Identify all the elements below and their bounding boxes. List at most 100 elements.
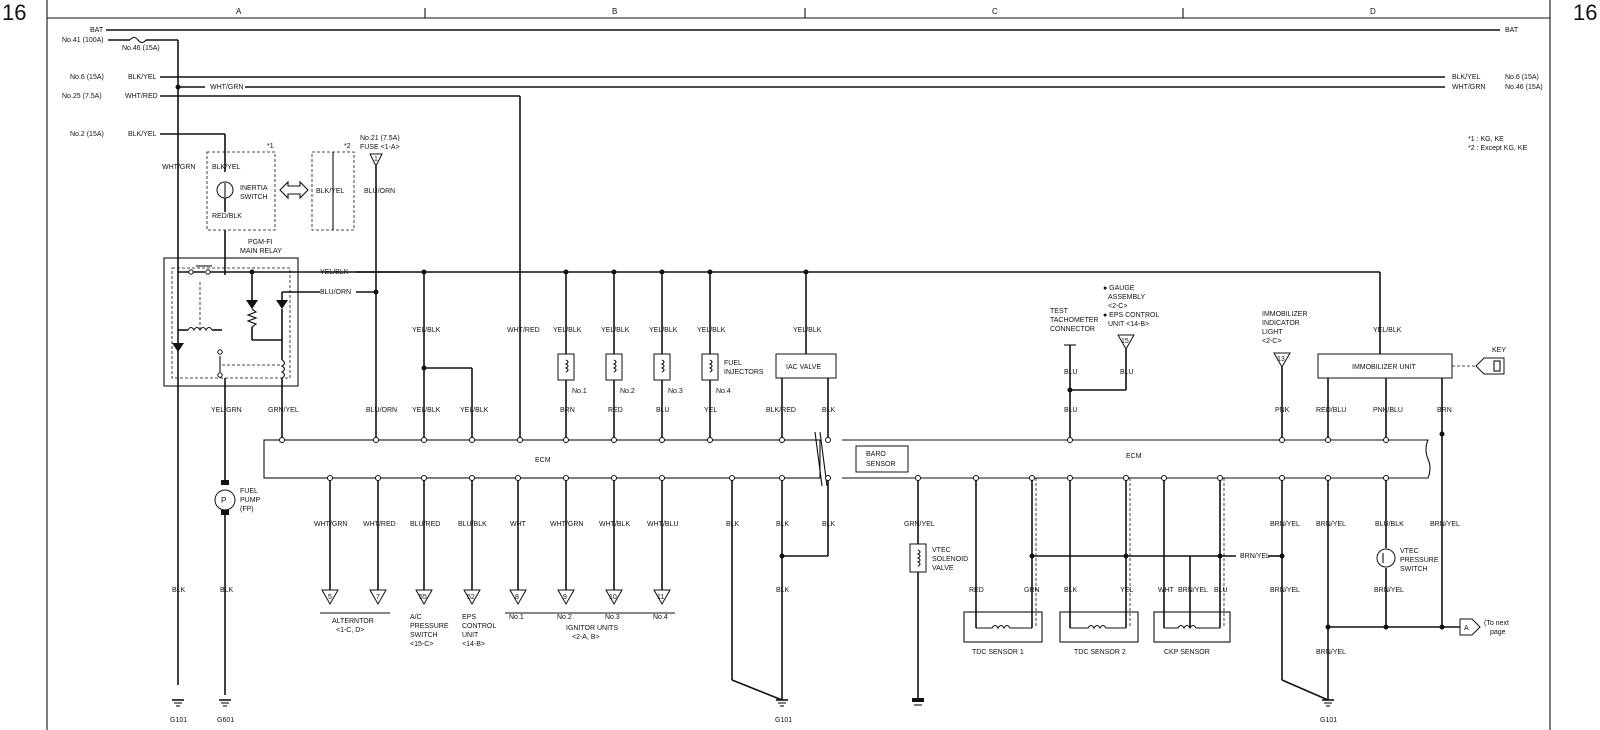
wire-label: BRN/YEL bbox=[1374, 587, 1404, 594]
fuse-46: No.46 (15A) bbox=[122, 45, 160, 52]
svg-text:ASSEMBLY: ASSEMBLY bbox=[1108, 294, 1146, 301]
bat-label-right: BAT bbox=[1505, 27, 1519, 34]
column-label-c: C bbox=[992, 7, 998, 16]
wire-label: BRN bbox=[560, 407, 575, 414]
svg-text:<2-A, B>: <2-A, B> bbox=[572, 634, 600, 641]
wire-label: PNK/BLU bbox=[1373, 407, 1403, 414]
ground-g101-c: G101 bbox=[1320, 699, 1337, 724]
to-next-page-link[interactable]: (To next bbox=[1484, 620, 1509, 627]
wire-label: YEL/BLK bbox=[553, 327, 582, 334]
svg-text:IMMOBILIZER: IMMOBILIZER bbox=[1262, 311, 1308, 318]
page-number-right: 16 bbox=[1573, 0, 1597, 25]
injector-3: YEL/BLK No.3 BLU bbox=[649, 269, 683, 440]
svg-text:IGNITOR UNITS: IGNITOR UNITS bbox=[566, 625, 618, 632]
page-number-left: 16 bbox=[2, 0, 26, 25]
svg-text:13: 13 bbox=[1277, 356, 1285, 363]
wire-label: WHT/GRN bbox=[210, 84, 243, 91]
svg-text:<2-C>: <2-C> bbox=[1108, 303, 1127, 310]
wire-label: BLK/YEL bbox=[212, 164, 241, 171]
svg-text:SWITCH: SWITCH bbox=[1400, 566, 1428, 573]
ckp-sensor: WHT BRN/YEL BLU CKP SENSOR bbox=[1153, 478, 1231, 656]
svg-text:TDC SENSOR 2: TDC SENSOR 2 bbox=[1074, 649, 1126, 656]
key-icon bbox=[1475, 357, 1505, 375]
fuse-41: No.41 (100A) bbox=[62, 37, 104, 44]
svg-text:11: 11 bbox=[657, 594, 664, 601]
svg-text:A/C: A/C bbox=[410, 614, 422, 621]
wire-label: BRN/YEL bbox=[1316, 521, 1346, 528]
svg-text:<2-C>: <2-C> bbox=[1262, 338, 1281, 345]
ecm-terminal bbox=[1325, 475, 1331, 481]
bat-label: BAT bbox=[90, 27, 104, 34]
svg-text:9: 9 bbox=[563, 594, 567, 601]
wire-label: WHT/BLU bbox=[647, 521, 679, 528]
svg-text:CONNECTOR: CONNECTOR bbox=[1050, 326, 1095, 333]
wire-label: BLU bbox=[1064, 407, 1078, 414]
ecm-terminal bbox=[373, 437, 379, 443]
fuse-21-feed: No.21 (7.5A) FUSE <1-A> 1 BLU/ORN bbox=[360, 135, 400, 440]
ecm-terminal bbox=[973, 475, 979, 481]
ground-g101-b: G101 bbox=[775, 699, 792, 724]
wire-label: BLU bbox=[656, 407, 670, 414]
svg-text:No.1: No.1 bbox=[509, 614, 524, 621]
wire-label: BLU/BLK bbox=[1375, 521, 1404, 528]
wire-label: BLK bbox=[1064, 587, 1078, 594]
fuse-6-right: No.6 (15A) bbox=[1505, 74, 1539, 81]
wire-label: BLK bbox=[776, 587, 790, 594]
tdc-sensor-1: RED GRN TDC SENSOR 1 bbox=[963, 478, 1043, 656]
wire-label: BRN/YEL bbox=[1240, 553, 1270, 560]
ecm-terminal bbox=[1383, 437, 1389, 443]
svg-text:15: 15 bbox=[1121, 338, 1129, 345]
ground-g101-a: G101 bbox=[170, 699, 187, 724]
ecm-terminal bbox=[779, 475, 785, 481]
wire-label: BLK/YEL bbox=[128, 131, 157, 138]
wire-label: GRN bbox=[1024, 587, 1040, 594]
wire-label: PNK bbox=[1275, 407, 1290, 414]
svg-text:G101: G101 bbox=[1320, 717, 1337, 724]
svg-text:G101: G101 bbox=[775, 717, 792, 724]
svg-text:<1-C, D>: <1-C, D> bbox=[336, 627, 364, 634]
svg-text:(FP): (FP) bbox=[240, 506, 254, 513]
ecm-terminal bbox=[1161, 475, 1167, 481]
svg-text:VTEC: VTEC bbox=[932, 547, 951, 554]
ecm-terminal bbox=[779, 437, 785, 443]
column-label-b: B bbox=[612, 7, 617, 16]
wire-label: BLU/ORN bbox=[364, 188, 395, 195]
svg-text:No.1: No.1 bbox=[572, 388, 587, 395]
svg-text:1: 1 bbox=[374, 156, 378, 163]
iac-valve: YEL/BLK IAC VALVE BLK/RED BLK bbox=[766, 269, 837, 440]
svg-text:CONTROL: CONTROL bbox=[462, 623, 496, 630]
wire-label: YEL/BLK bbox=[412, 407, 441, 414]
wire-label: WHT/GRN bbox=[550, 521, 583, 528]
top-branches: YEL/BLK BLU/ORN YEL/BLK YEL/BLK WHT/RED bbox=[366, 269, 540, 440]
svg-text:FUSE <1-A>: FUSE <1-A> bbox=[360, 144, 400, 151]
svg-text:UNIT <14-B>: UNIT <14-B> bbox=[1108, 321, 1149, 328]
ecm-terminal bbox=[707, 437, 713, 443]
wire-label: BLK bbox=[172, 587, 186, 594]
ecm-terminals bbox=[279, 437, 1389, 481]
wire-label: BRN/YEL bbox=[1178, 587, 1208, 594]
ecm-terminal bbox=[1279, 475, 1285, 481]
ecm-left: ECM bbox=[263, 431, 828, 487]
ecm-terminal bbox=[515, 475, 521, 481]
note-2: *2 : Except KG, KE bbox=[1468, 145, 1527, 152]
wire-label: BRN bbox=[1437, 407, 1452, 414]
fuel-pump: YEL/GRN GRN/YEL P FUEL PUMP (FP) BLK BLK bbox=[172, 407, 299, 695]
pgm-fi-main-relay: PGM-FI MAIN RELAY YEL/BLK BLU/ORN bbox=[163, 239, 1380, 480]
svg-text:No.2: No.2 bbox=[620, 388, 635, 395]
wire-label: BRN/YEL bbox=[1270, 587, 1300, 594]
svg-text:SOLENOID: SOLENOID bbox=[932, 556, 968, 563]
ecm-outputs: WHT/GRN 5 WHT/RED 7 ALTERNTOR <1-C, D> B… bbox=[314, 478, 836, 701]
fuse-46-symbol bbox=[129, 36, 147, 44]
svg-text:52: 52 bbox=[467, 594, 475, 601]
svg-text:INERTIA: INERTIA bbox=[240, 185, 268, 192]
wire-label: BLU bbox=[1064, 369, 1078, 376]
wire-label: BLU bbox=[1214, 587, 1228, 594]
wire-label: GRN/YEL bbox=[268, 407, 299, 414]
shield-bus: BRN/YEL bbox=[1029, 553, 1285, 560]
svg-text:TEST: TEST bbox=[1050, 308, 1069, 315]
injector-1: YEL/BLK No.1 BRN bbox=[553, 269, 587, 440]
wire-label: BLK/YEL bbox=[1452, 74, 1481, 81]
svg-text:No.2: No.2 bbox=[557, 614, 572, 621]
wire-label: WHT/RED bbox=[125, 93, 158, 100]
